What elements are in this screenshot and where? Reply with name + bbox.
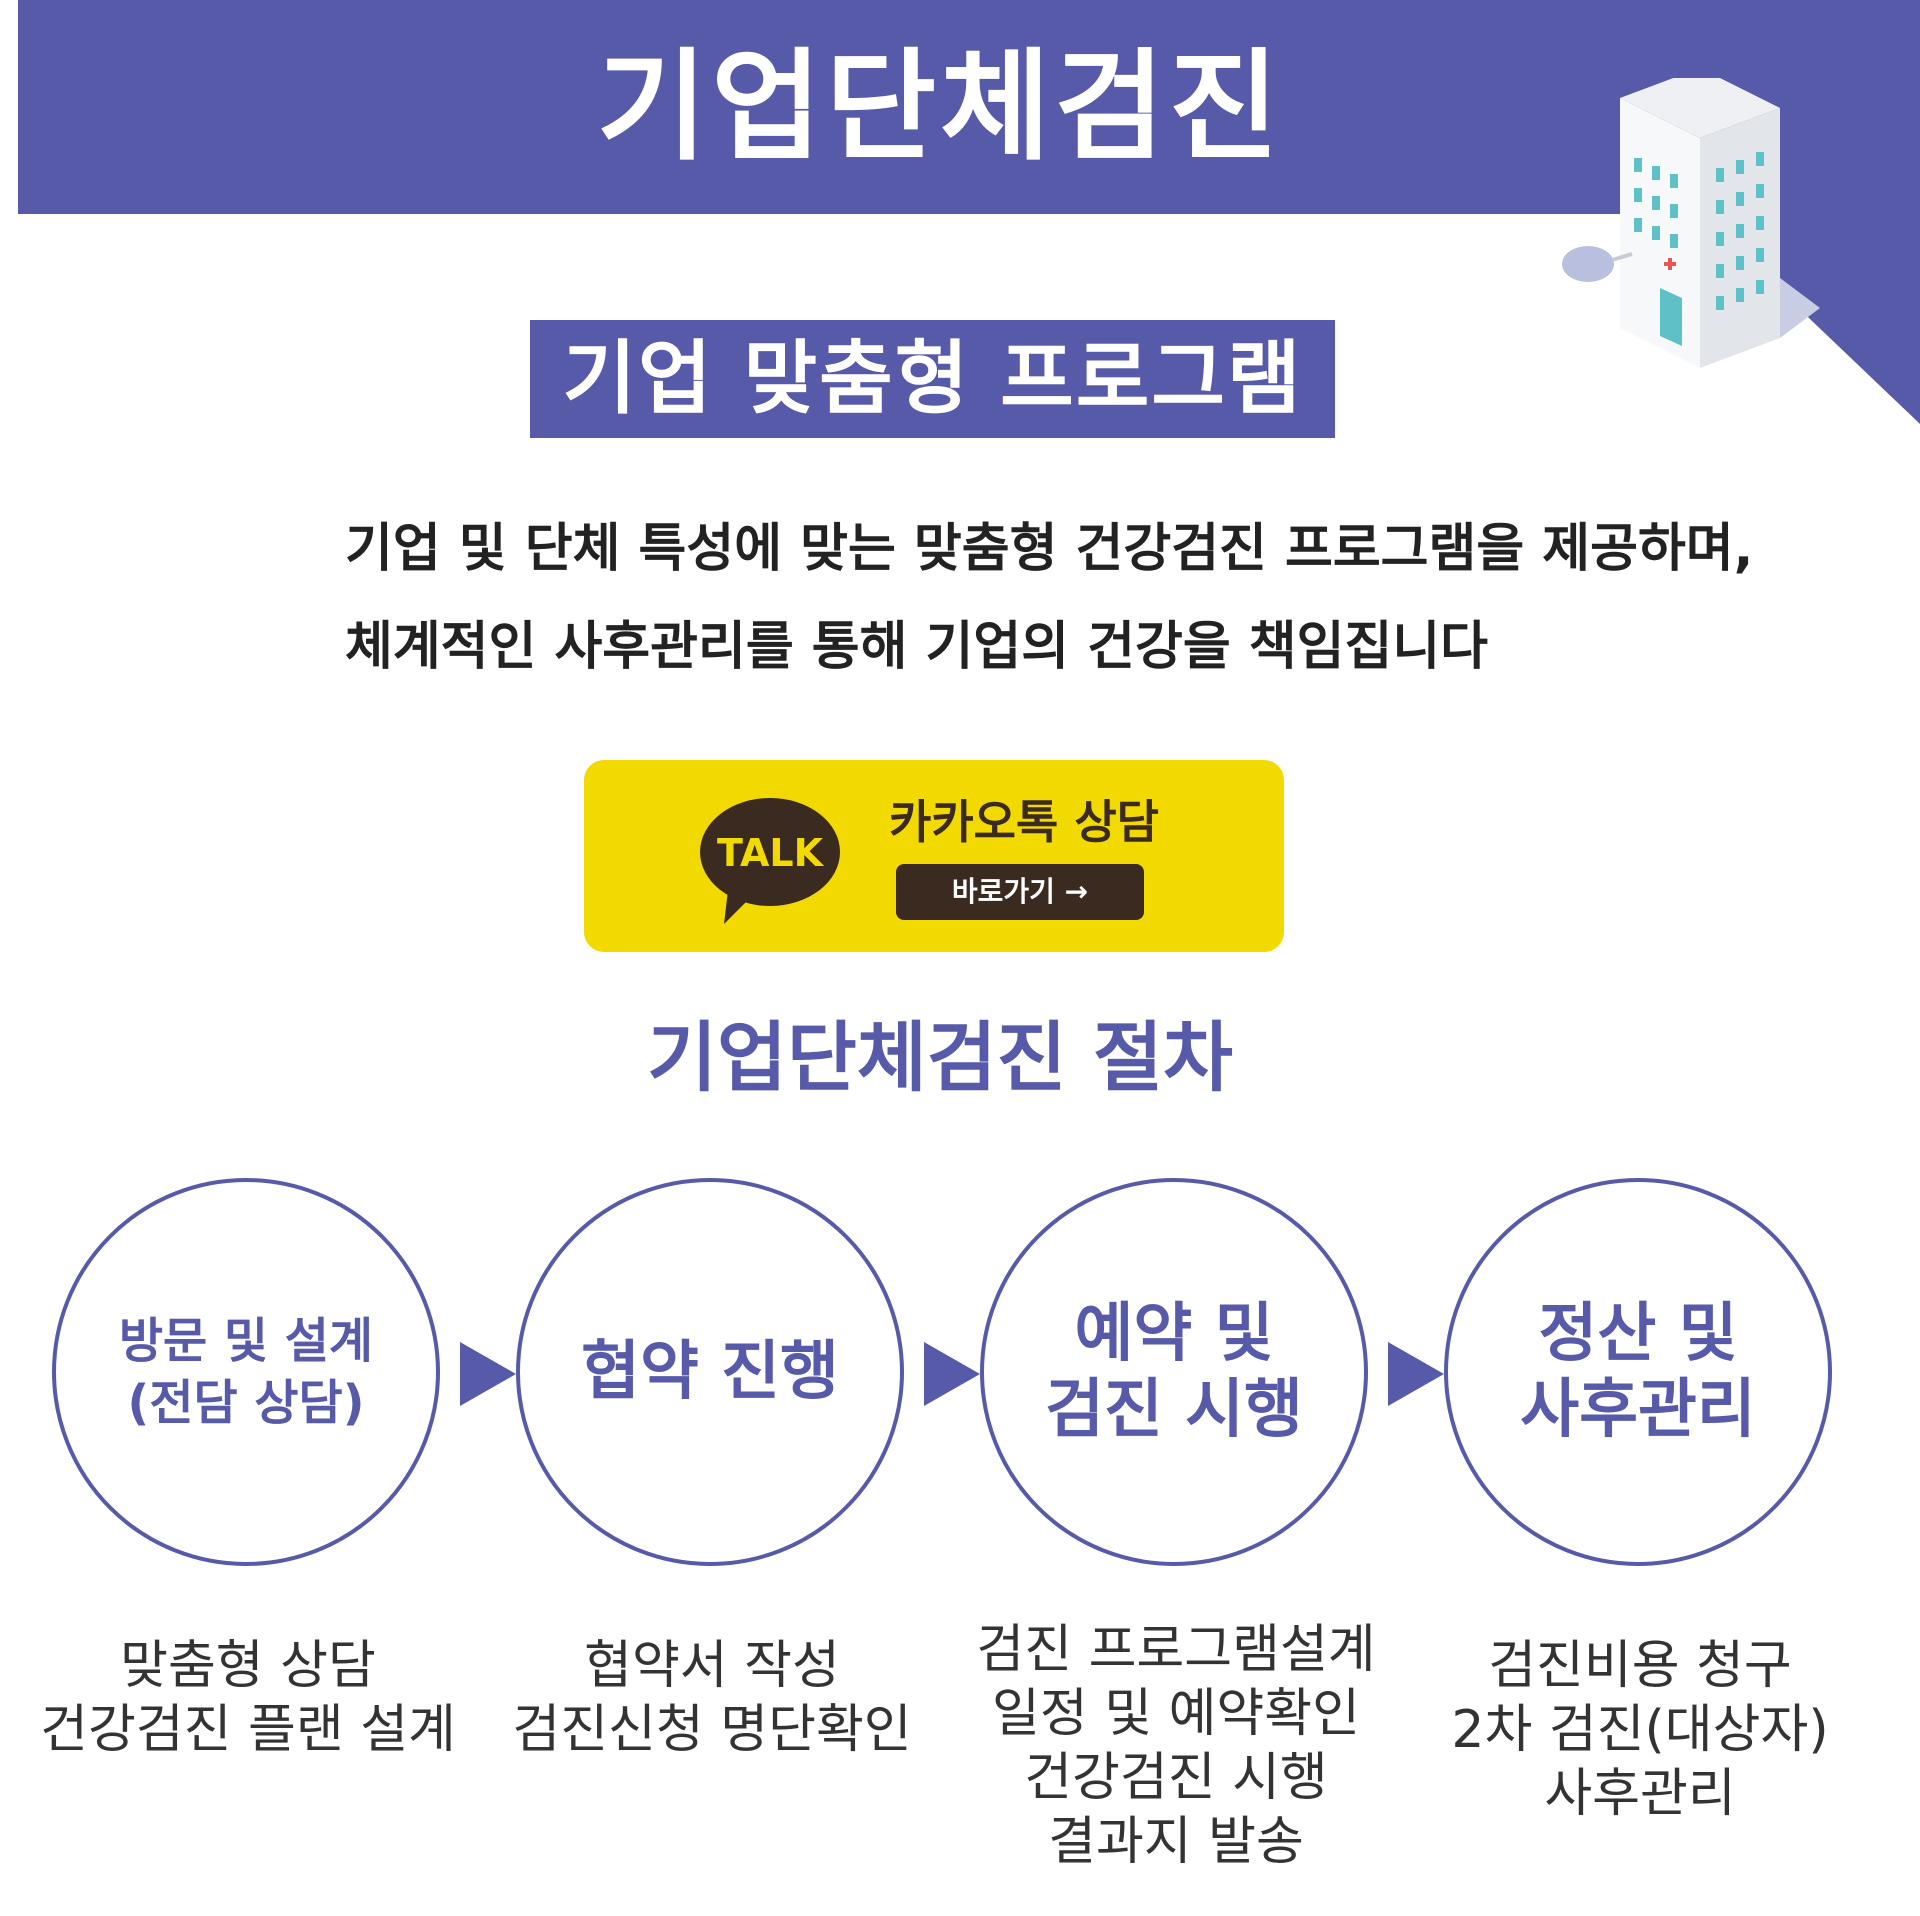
step-desc-line: 검진비용 청구 — [1488, 1636, 1792, 1696]
step-circle-agreement: 협약 진행 — [516, 1178, 904, 1566]
talk-bubble-icon: TALK — [700, 798, 840, 924]
step-title-line: 협약 진행 — [581, 1335, 839, 1409]
right-arrow-icon — [924, 1342, 980, 1406]
kakao-talk-consult-button[interactable]: TALK 카카오톡 상담 바로가기 → — [584, 760, 1284, 952]
building-icon — [1562, 78, 1820, 368]
step-circle-visit-design: 방문 및 설계 (전담 상담) — [52, 1178, 440, 1566]
description-line: 기업 및 단체 특성에 맞는 맞춤형 건강검진 프로그램을 제공하며, — [345, 519, 1754, 579]
step-desc-line: 건강검진 플랜 설계 — [40, 1700, 456, 1760]
page-title: 기업단체검진 — [596, 38, 1284, 177]
step-desc-line: 일정 및 예약확인 — [992, 1684, 1360, 1744]
program-title: 기업 맞춤형 프로그램 — [530, 320, 1335, 438]
step-title-line: 방문 및 설계 — [118, 1313, 374, 1369]
description-line: 체계적인 사후관리를 통해 기업의 건강을 책임집니다 — [345, 617, 1488, 677]
header-band — [18, 0, 1920, 214]
step-title-line: 예약 및 — [1074, 1297, 1274, 1371]
shortcut-button[interactable]: 바로가기 → — [896, 864, 1144, 920]
step-description-reservation-exam: 검진 프로그램설계 일정 및 예약확인 건강검진 시행 결과지 발송 — [946, 1618, 1406, 1874]
step-desc-line: 협약서 작성 — [584, 1636, 840, 1696]
step-circle-reservation-exam: 예약 및 검진 시행 — [980, 1178, 1368, 1566]
step-desc-line: 2차 검진(대상자) — [1451, 1700, 1829, 1760]
step-description-agreement: 협약서 작성 검진신청 명단확인 — [492, 1634, 932, 1762]
step-title-line: 검진 시행 — [1045, 1373, 1303, 1447]
step-desc-line: 검진신청 명단확인 — [512, 1700, 912, 1760]
step-desc-line: 결과지 발송 — [1048, 1812, 1304, 1872]
kakao-consult-label: 카카오톡 상담 — [889, 795, 1159, 849]
right-arrow-icon — [1388, 1342, 1444, 1406]
talk-icon-text: TALK — [717, 831, 825, 875]
procedure-title: 기업단체검진 절차 — [647, 1013, 1233, 1102]
step-desc-line: 사후관리 — [1544, 1764, 1736, 1824]
step-title-line: 사후관리 — [1520, 1373, 1756, 1447]
step-desc-line: 건강검진 시행 — [1024, 1748, 1328, 1808]
program-description: 기업 및 단체 특성에 맞는 맞춤형 건강검진 프로그램을 제공하며, 체계적인… — [345, 500, 1815, 696]
step-title-line: (전담 상담) — [127, 1375, 365, 1431]
step-circle-settlement-aftercare: 정산 및 사후관리 — [1444, 1178, 1832, 1566]
step-title-line: 정산 및 — [1538, 1297, 1738, 1371]
step-desc-line: 검진 프로그램설계 — [976, 1620, 1376, 1680]
right-arrow-icon — [460, 1342, 516, 1406]
step-description-settlement-aftercare: 검진비용 청구 2차 검진(대상자) 사후관리 — [1420, 1634, 1860, 1826]
step-desc-line: 맞춤형 상담 — [120, 1636, 376, 1696]
step-description-visit-design: 맞춤형 상담 건강검진 플랜 설계 — [28, 1634, 468, 1762]
